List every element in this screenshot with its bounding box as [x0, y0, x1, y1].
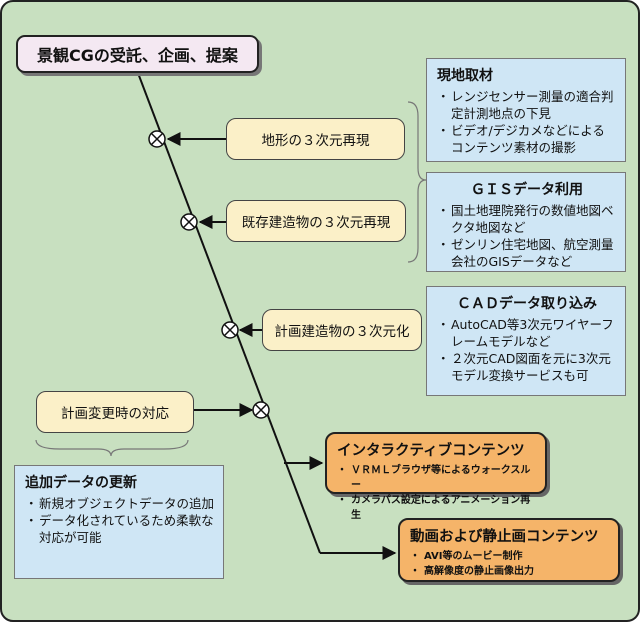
- step-label: 計画建造物の３次元化: [274, 324, 410, 340]
- step-label: 既存建造物の３次元再現: [241, 215, 391, 231]
- info-item: ビデオ/デジカメなどによるコンテンツ素材の撮影: [437, 122, 617, 156]
- info-heading: 現地取材: [437, 68, 493, 84]
- output-item: ＶＲＭＬブラウザ等によるウォークスルー: [337, 463, 535, 493]
- output-list: ＶＲＭＬブラウザ等によるウォークスルー カメラパス設定によるアニメーション再生: [337, 463, 535, 523]
- info-item: 国土地理院発行の数値地図ベクタ地図など: [437, 202, 617, 236]
- step-label: 計画変更時の対応: [61, 406, 169, 422]
- info-box-gis-data: ＧＩＳデータ利用 国土地理院発行の数値地図ベクタ地図など ゼンリン住宅地図、航空…: [426, 172, 626, 272]
- output-list: AVI等のムービー制作 高解像度の静止画像出力: [410, 549, 608, 579]
- junction-cross-icon: [221, 321, 239, 339]
- output-video-content: 動画および静止画コンテンツ AVI等のムービー制作 高解像度の静止画像出力: [398, 518, 620, 582]
- output-heading: インタラクティブコンテンツ: [337, 443, 525, 459]
- info-list: 新規オブジェクトデータの追加 データ化されているため柔軟な対応が可能: [25, 495, 215, 546]
- step-terrain: 地形の３次元再現: [226, 118, 405, 160]
- under-brace: [35, 439, 189, 457]
- info-heading: ＣＡＤデータ取り込み: [457, 296, 597, 312]
- output-heading: 動画および静止画コンテンツ: [410, 529, 599, 545]
- junction-cross-icon: [180, 213, 198, 231]
- info-list: 国土地理院発行の数値地図ベクタ地図など ゼンリン住宅地図、航空測量会社のGISデ…: [437, 202, 617, 270]
- step-planned-buildings: 計画建造物の３次元化: [262, 309, 422, 351]
- info-item: ゼンリン住宅地図、航空測量会社のGISデータなど: [437, 236, 617, 270]
- info-box-field-survey: 現地取材 レンジセンサー測量の適合判定計測地点の下見 ビデオ/デジカメなどによる…: [426, 58, 626, 162]
- info-heading: 追加データの更新: [25, 475, 137, 491]
- output-item: カメラパス設定によるアニメーション再生: [337, 493, 535, 523]
- output-item: AVI等のムービー制作: [410, 549, 608, 564]
- step-existing-buildings: 既存建造物の３次元再現: [226, 200, 406, 242]
- junction-cross-icon: [148, 130, 166, 148]
- info-item: ２次元CAD図面を元に3次元モデル変換サービスも可: [437, 350, 617, 384]
- step-plan-change: 計画変更時の対応: [36, 391, 194, 433]
- info-list: AutoCAD等3次元ワイヤーフレームモデルなど ２次元CAD図面を元に3次元モ…: [437, 316, 617, 384]
- info-box-data-update: 追加データの更新 新規オブジェクトデータの追加 データ化されているため柔軟な対応…: [14, 465, 224, 579]
- title-box: 景観CGの受託、企画、提案: [16, 35, 259, 73]
- output-interactive-content: インタラクティブコンテンツ ＶＲＭＬブラウザ等によるウォークスルー カメラパス設…: [325, 432, 547, 521]
- info-heading: ＧＩＳデータ利用: [471, 182, 583, 198]
- step-label: 地形の３次元再現: [261, 133, 370, 149]
- info-item: データ化されているため柔軟な対応が可能: [25, 512, 215, 546]
- info-item: 新規オブジェクトデータの追加: [25, 495, 215, 512]
- output-item: 高解像度の静止画像出力: [410, 564, 608, 579]
- timeline-axis: [137, 72, 321, 554]
- info-item: レンジセンサー測量の適合判定計測地点の下見: [437, 88, 617, 122]
- info-item: AutoCAD等3次元ワイヤーフレームモデルなど: [437, 316, 617, 350]
- info-list: レンジセンサー測量の適合判定計測地点の下見 ビデオ/デジカメなどによるコンテンツ…: [437, 88, 617, 156]
- title-label: 景観CGの受託、企画、提案: [37, 46, 238, 65]
- junction-cross-icon: [252, 401, 270, 419]
- info-box-cad-import: ＣＡＤデータ取り込み AutoCAD等3次元ワイヤーフレームモデルなど ２次元C…: [426, 286, 626, 396]
